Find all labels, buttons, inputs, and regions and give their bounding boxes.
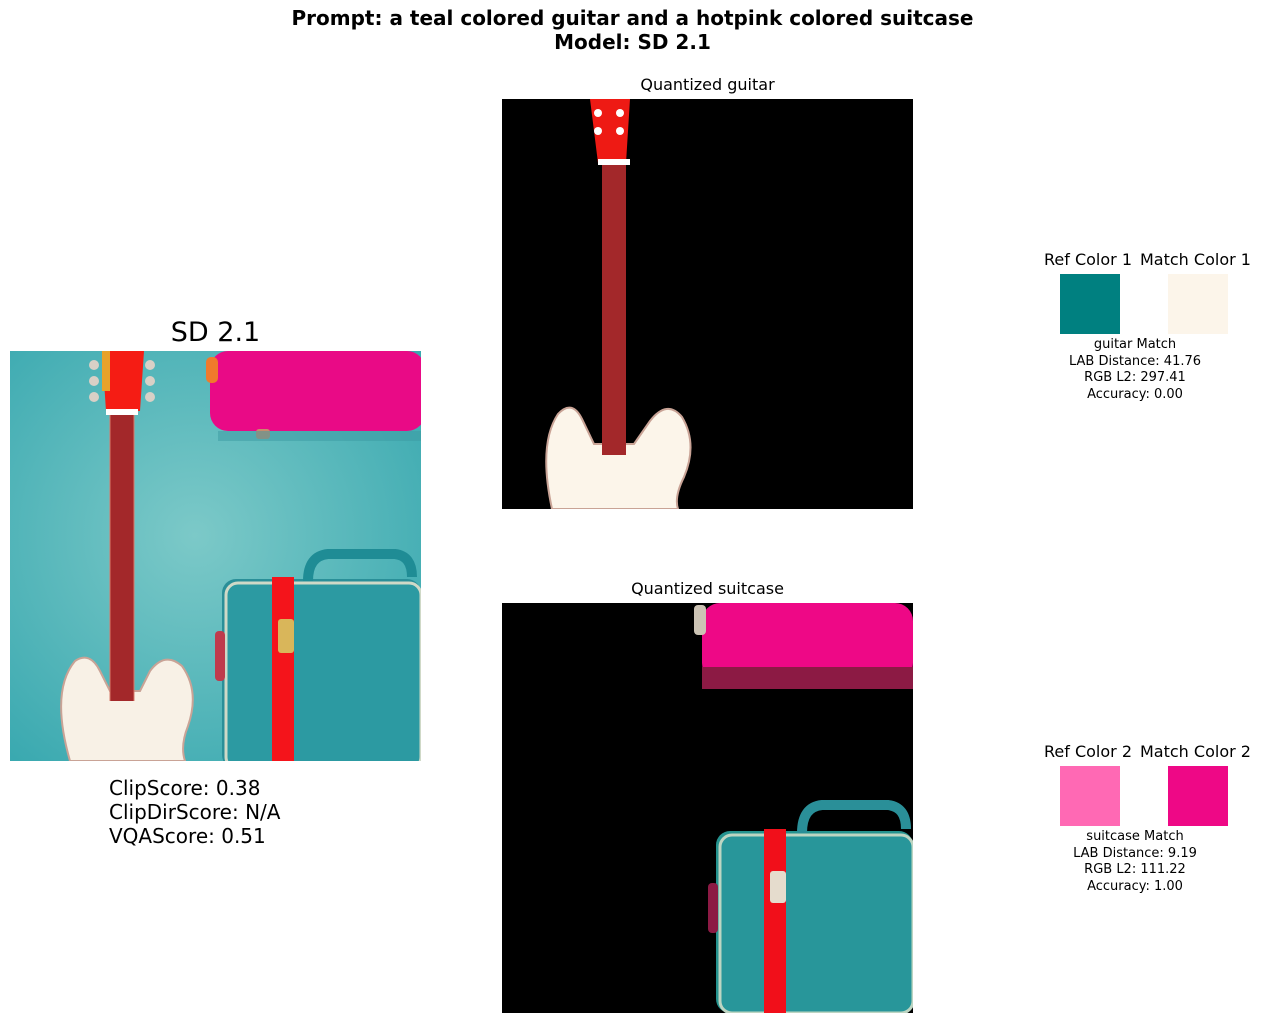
match-2-accuracy: Accuracy: 1.00: [1087, 878, 1183, 894]
match-2-object: suitcase Match: [1086, 829, 1184, 844]
color-match-1-stats: guitar Match LAB Distance: 41.76 RGB L2:…: [1035, 337, 1235, 403]
clip-dir-score: ClipDirScore: N/A: [109, 800, 281, 824]
match-2-lab-distance: LAB Distance: 9.19: [1073, 845, 1197, 861]
match-color-2-label: Match Color 2: [1140, 742, 1251, 761]
prompt-text: Prompt: a teal colored guitar and a hotp…: [291, 6, 974, 30]
match-color-2-swatch: [1168, 766, 1228, 826]
quantized-guitar-image: [502, 99, 913, 509]
ref-color-1-swatch: [1060, 274, 1120, 334]
match-color-1-swatch: [1168, 274, 1228, 334]
quantized-guitar-title: Quantized guitar: [640, 75, 775, 94]
figure-title: Prompt: a teal colored guitar and a hotp…: [0, 6, 1265, 54]
vqa-score: VQAScore: 0.51: [109, 824, 266, 848]
ref-color-2-swatch: [1060, 766, 1120, 826]
match-1-accuracy: Accuracy: 0.00: [1087, 386, 1183, 402]
match-color-1-label: Match Color 1: [1140, 250, 1251, 269]
generated-image-title: SD 2.1: [170, 317, 261, 348]
score-list: ClipScore: 0.38 ClipDirScore: N/A VQASco…: [109, 776, 280, 848]
quantized-suitcase-title: Quantized suitcase: [631, 579, 784, 598]
clip-score: ClipScore: 0.38: [109, 776, 261, 800]
model-text: Model: SD 2.1: [554, 30, 711, 54]
ref-color-1-label: Ref Color 1: [1044, 250, 1132, 269]
generated-image: [10, 351, 421, 761]
match-1-rgb-l2: RGB L2: 297.41: [1084, 370, 1186, 385]
match-1-object: guitar Match: [1093, 337, 1177, 352]
quantized-suitcase-image: [502, 603, 913, 1013]
color-match-2-stats: suitcase Match LAB Distance: 9.19 RGB L2…: [1035, 829, 1235, 895]
match-2-rgb-l2: RGB L2: 111.22: [1084, 862, 1186, 877]
match-1-lab-distance: LAB Distance: 41.76: [1068, 353, 1202, 369]
ref-color-2-label: Ref Color 2: [1044, 742, 1132, 761]
